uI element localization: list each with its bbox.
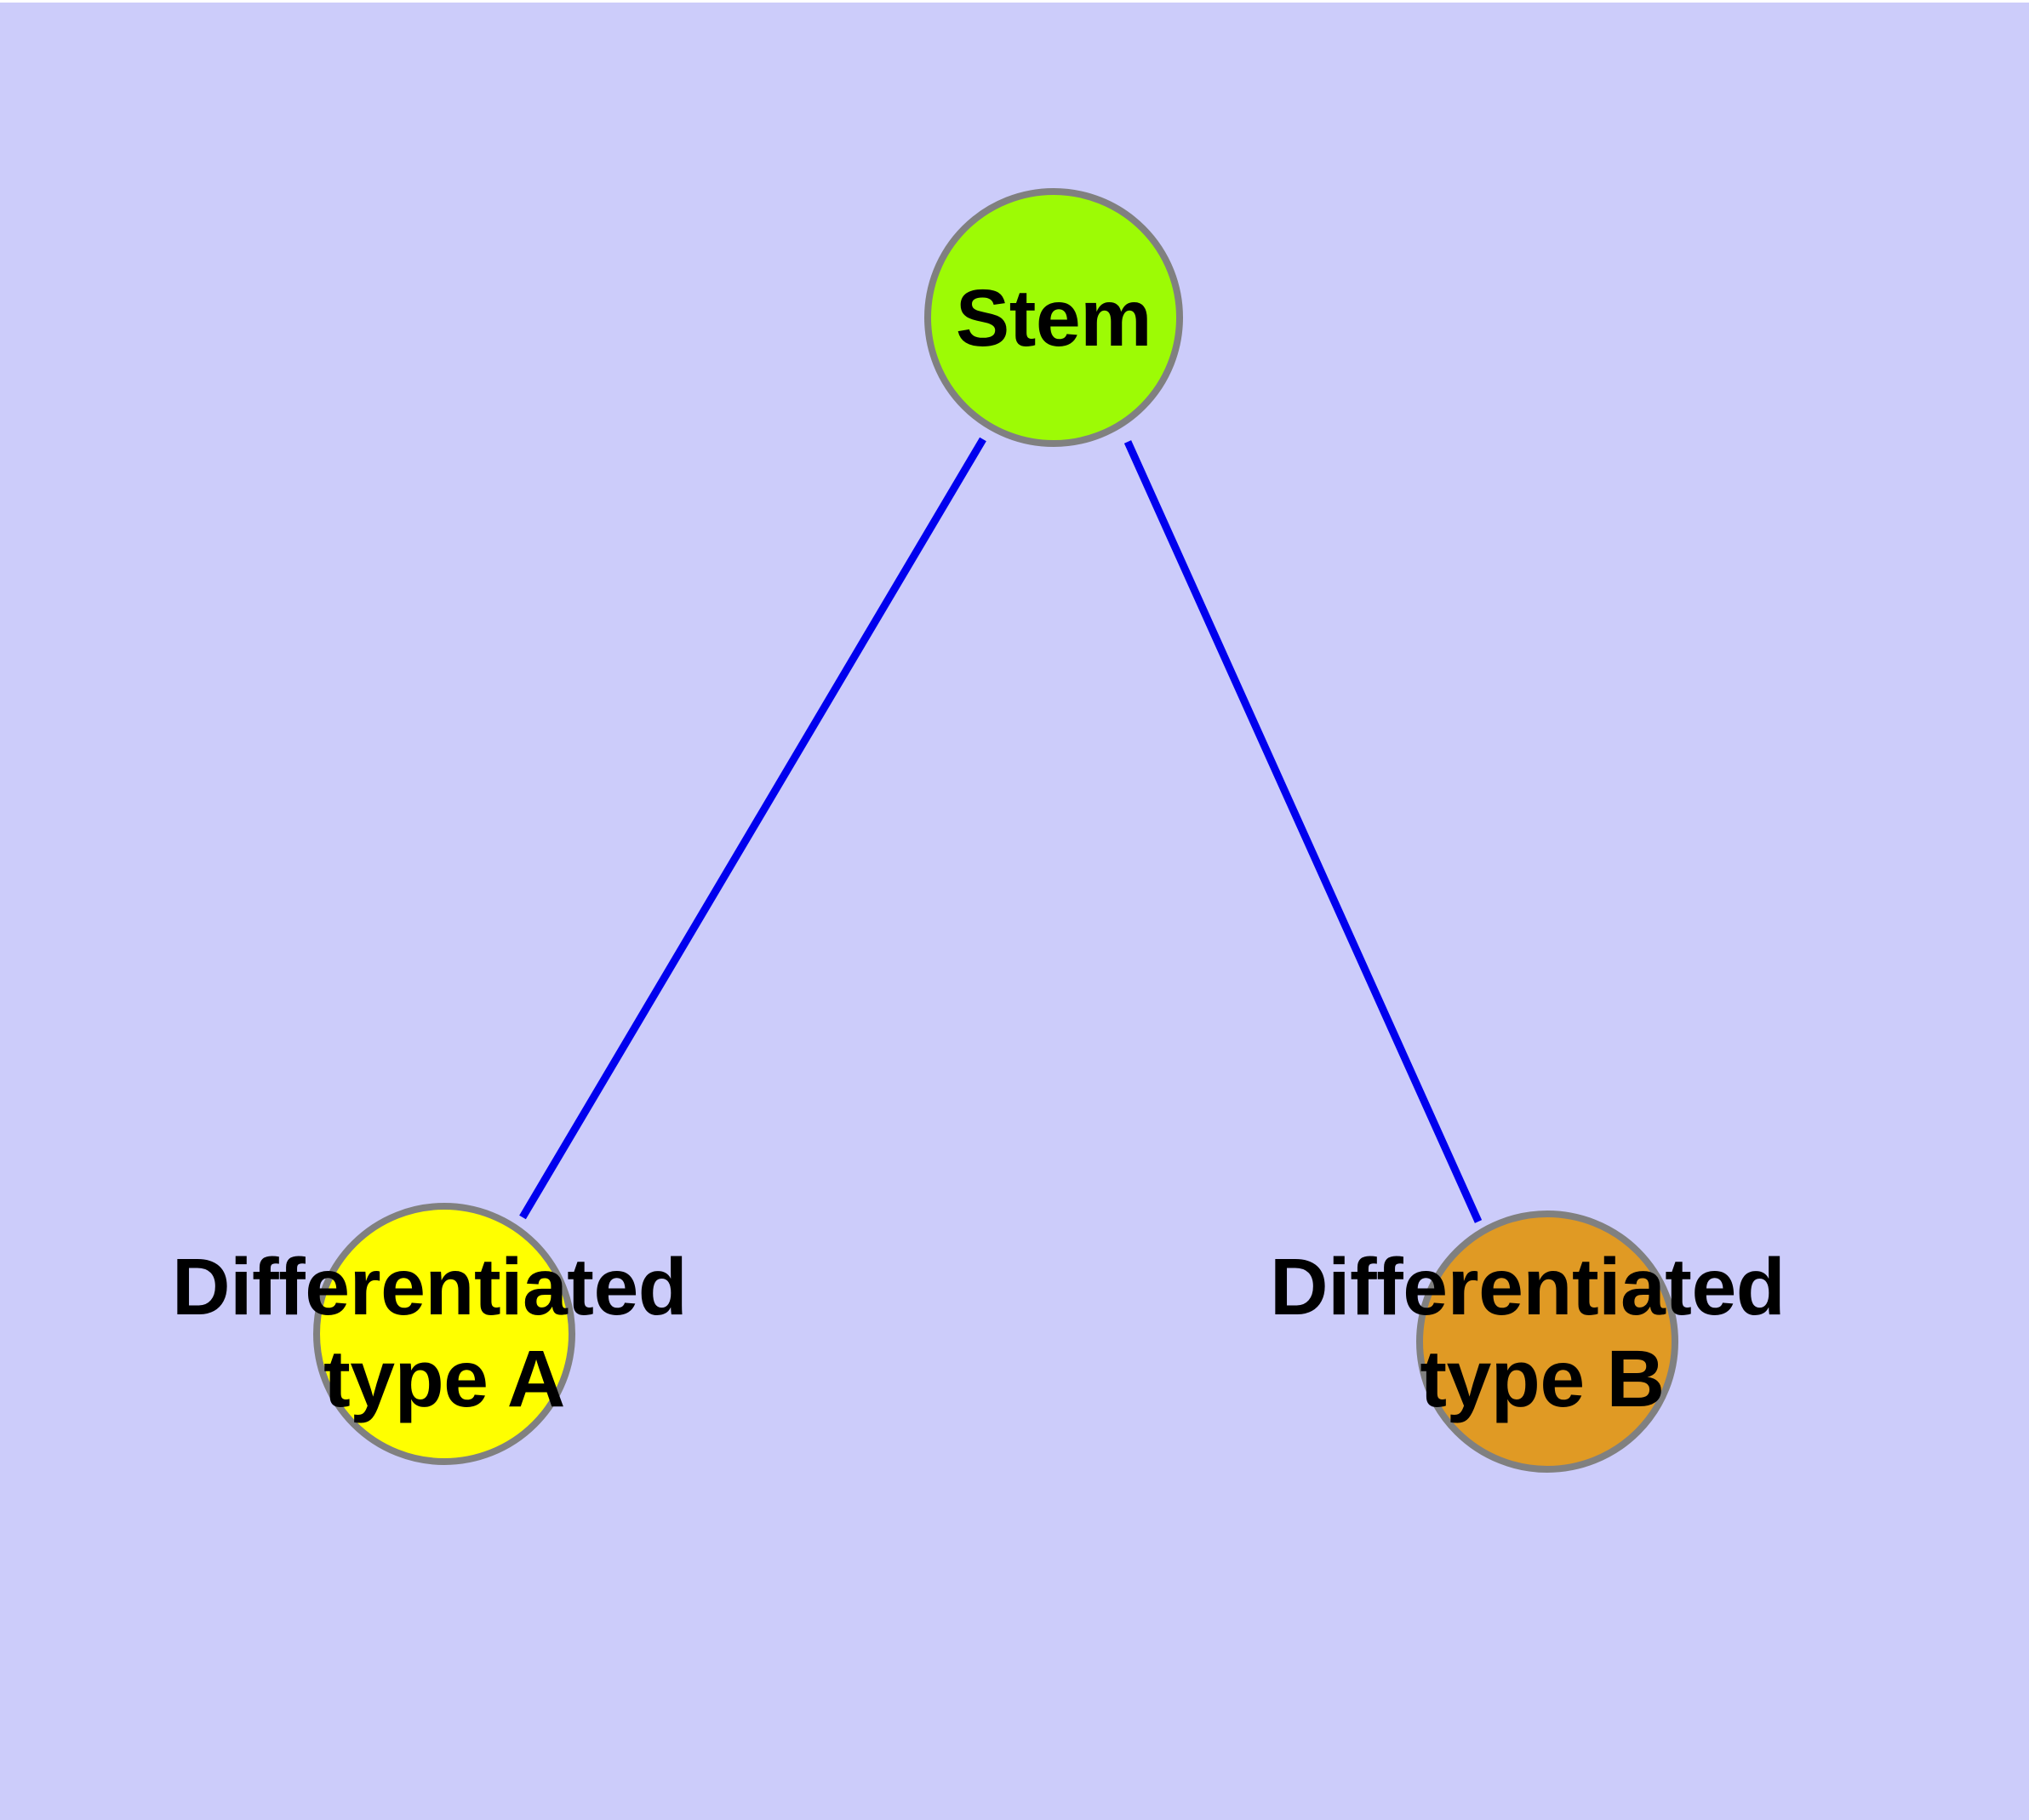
- node-differentiated-type-b-label-line1: Differentiated: [1270, 1242, 1786, 1332]
- node-differentiated-type-b-label-line2: type B: [1420, 1334, 1665, 1424]
- node-stem[interactable]: [924, 188, 1183, 447]
- edge-stem-to-differentiated-type-a: [519, 437, 986, 1220]
- edge-stem-to-differentiated-type-b: [1123, 440, 1483, 1223]
- canvas-top-edge: [0, 0, 2029, 3]
- node-differentiated-type-a[interactable]: [313, 1203, 575, 1465]
- node-differentiated-type-b[interactable]: [1416, 1210, 1678, 1473]
- node-stem-label: Stem: [955, 273, 1152, 363]
- node-differentiated-type-a-label-line2: type A: [323, 1334, 565, 1424]
- node-differentiated-type-a-label-line1: Differentiated: [172, 1242, 688, 1332]
